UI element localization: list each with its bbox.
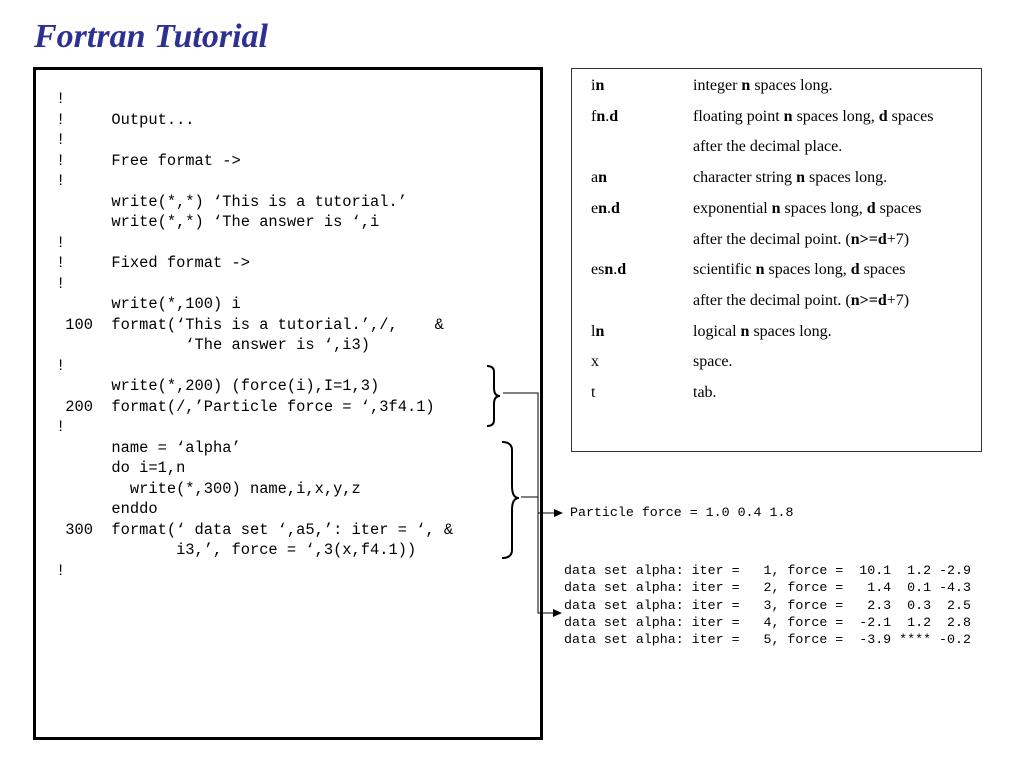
code-line: ! [56, 90, 66, 108]
output-data-set: data set alpha: iter = 1, force = 10.1 1… [564, 562, 971, 648]
format-spec-table: in integer n spaces long. fn.d floating poi… [571, 68, 982, 452]
code-line: write(*,*) ‘The answer is ‘,i [56, 213, 380, 231]
output-data-line: data set alpha: iter = 5, force = -3.9 *… [564, 632, 971, 648]
format-spec-code: fn.d [591, 107, 619, 125]
code-line: write(*,100) i [56, 295, 241, 313]
format-spec-description: exponential n spaces long, d spaces [693, 199, 922, 217]
format-spec-description: after the decimal point. (n>=d+7) [693, 230, 910, 248]
code-line: ‘The answer is ‘,i3) [56, 336, 371, 354]
code-line: ! [56, 172, 66, 190]
code-line: i3,’, force = ‘,3(x,f4.1)) [56, 541, 417, 559]
format-spec-description: after the decimal point. (n>=d+7) [693, 291, 910, 309]
code-line: name = ‘alpha’ [56, 438, 241, 457]
code-line: ! [56, 274, 66, 293]
code-line: ! [56, 418, 66, 436]
arrowhead-data [553, 609, 562, 617]
code-listing-box: ! ! Output...! ! Free format ->! write(*,*… [33, 67, 543, 740]
output-data-line: data set alpha: iter = 3, force = 2.3 0.… [564, 597, 971, 613]
output-particle-force: Particle force = 1.0 0.4 1.8 [570, 505, 794, 520]
format-spec-description: tab. [693, 384, 717, 401]
format-spec-description: character string n spaces long. [693, 169, 888, 187]
code-line: do i=1,n [56, 459, 186, 477]
code-line: write(*,200) (force(i),I=1,3) [56, 377, 380, 395]
code-line: ! [56, 356, 66, 375]
output-data-line: data set alpha: iter = 4, force = -2.1 1… [564, 614, 971, 630]
format-spec-code: en.d [591, 199, 620, 217]
code-line: ! [56, 131, 66, 149]
code-line: ! Free format -> [56, 151, 241, 170]
output-data-line: data set alpha: iter = 2, force = 1.4 0.… [564, 580, 971, 596]
code-line: 100 format(‘This is a tutorial.’,/, & [56, 315, 444, 334]
code-line: 300 format(‘ data set ‘,a5,’: iter = ‘, … [56, 520, 454, 539]
format-spec-description: integer n spaces long. [693, 77, 833, 94]
code-line: ! [56, 233, 66, 252]
code-line: ! [56, 561, 66, 580]
format-spec-code: an [591, 169, 608, 187]
page-title: Fortran Tutorial [34, 18, 268, 55]
code-line: ! Fixed format -> [56, 254, 250, 272]
format-spec-description: space. [693, 353, 733, 371]
format-spec-code: t [591, 384, 596, 401]
code-listing: ! ! Output...! ! Free format ->! write(*,*… [56, 89, 453, 581]
format-spec-code: x [591, 353, 599, 371]
format-spec-description: after the decimal place. [693, 138, 843, 156]
code-line: write(*,300) name,i,x,y,z [56, 479, 361, 498]
code-line: ! Output... [56, 110, 195, 129]
format-spec-description: scientific n spaces long, d spaces [693, 261, 906, 279]
arrowhead-particle [554, 509, 563, 517]
output-data-line: data set alpha: iter = 1, force = 10.1 1… [564, 563, 971, 578]
format-spec-description: floating point n spaces long, d spaces [693, 107, 934, 125]
format-spec-code: ln [591, 322, 605, 340]
format-spec-code: in [591, 77, 605, 94]
format-spec-description: logical n spaces long. [693, 322, 832, 340]
code-line: 200 format(/,’Particle force = ‘,3f4.1) [56, 397, 435, 416]
format-spec-code: esn.d [591, 261, 627, 279]
code-line: enddo [56, 500, 158, 518]
code-line: write(*,*) ‘This is a tutorial.’ [56, 192, 407, 211]
